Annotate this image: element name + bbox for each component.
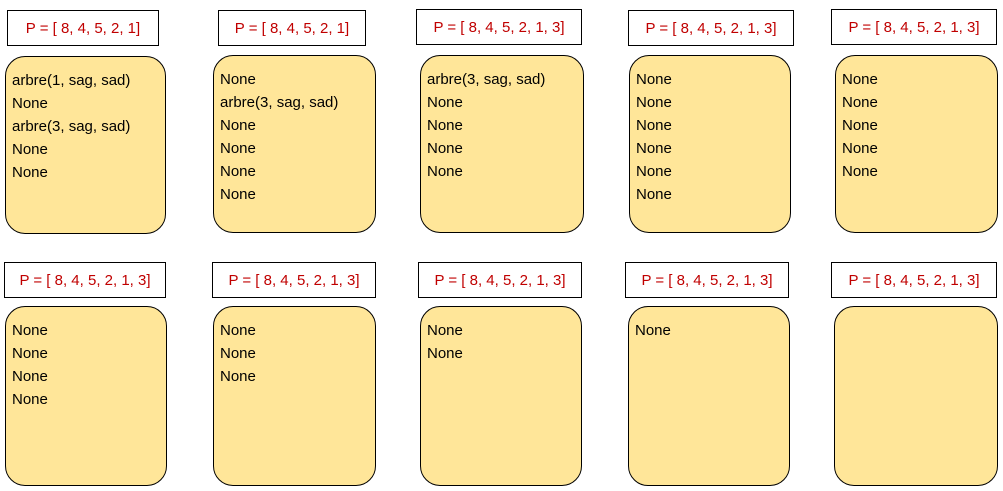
stack-item: None [427,117,463,134]
stack-box: None None None [213,306,376,486]
stack-item: arbre(3, sag, sad) [12,118,131,135]
stack-item: None [220,186,256,203]
stack-box-empty [834,306,998,486]
stack-item: None [220,163,256,180]
stack-box: None None None None [5,306,167,486]
stack-item: None [12,164,48,181]
stack-item: None [220,368,256,385]
pile-label: P = [ 8, 4, 5, 2, 1, 3] [418,262,582,298]
stack-item: None [427,345,463,362]
stack-item: None [842,71,878,88]
pile-label: P = [ 8, 4, 5, 2, 1, 3] [4,262,166,298]
stack-item: None [636,117,672,134]
stack-item: None [12,391,48,408]
stack-item: None [636,71,672,88]
stack-box: None arbre(3, sag, sad) None None None N… [213,55,376,233]
pile-label: P = [ 8, 4, 5, 2, 1, 3] [831,9,997,45]
stack-box: None [628,306,790,486]
stack-item: None [842,140,878,157]
stack-item: None [842,163,878,180]
stack-item: None [842,94,878,111]
pile-label: P = [ 8, 4, 5, 2, 1] [7,10,159,46]
stack-box: None None [420,306,582,486]
pile-label: P = [ 8, 4, 5, 2, 1, 3] [625,262,789,298]
stack-item: None [427,163,463,180]
stack-box: arbre(1, sag, sad) None arbre(3, sag, sa… [5,56,166,234]
stack-item: None [12,141,48,158]
stack-item: None [636,186,672,203]
stack-item: None [12,345,48,362]
pile-label: P = [ 8, 4, 5, 2, 1, 3] [831,262,997,298]
pile-label: P = [ 8, 4, 5, 2, 1, 3] [212,262,376,298]
pile-label: P = [ 8, 4, 5, 2, 1, 3] [628,10,794,46]
stack-item: None [220,140,256,157]
stack-item: None [636,140,672,157]
stack-item: None [12,368,48,385]
stack-item: arbre(3, sag, sad) [220,94,339,111]
pile-label: P = [ 8, 4, 5, 2, 1] [218,10,366,46]
stack-item: None [12,95,48,112]
stack-item: None [12,322,48,339]
stack-box: None None None None None [835,55,998,233]
stack-item: None [427,140,463,157]
stack-item: arbre(3, sag, sad) [427,71,546,88]
stack-item: None [220,117,256,134]
stack-item: None [220,71,256,88]
stack-item: None [635,322,671,339]
stack-item: None [427,322,463,339]
stack-item: None [636,94,672,111]
stack-item: None [220,322,256,339]
stack-item: arbre(1, sag, sad) [12,72,131,89]
stack-item: None [842,117,878,134]
stack-box: None None None None None None [629,55,791,233]
stack-item: None [427,94,463,111]
pile-label: P = [ 8, 4, 5, 2, 1, 3] [416,9,582,45]
stack-item: None [636,163,672,180]
stack-box: arbre(3, sag, sad) None None None None [420,55,584,233]
stack-item: None [220,345,256,362]
